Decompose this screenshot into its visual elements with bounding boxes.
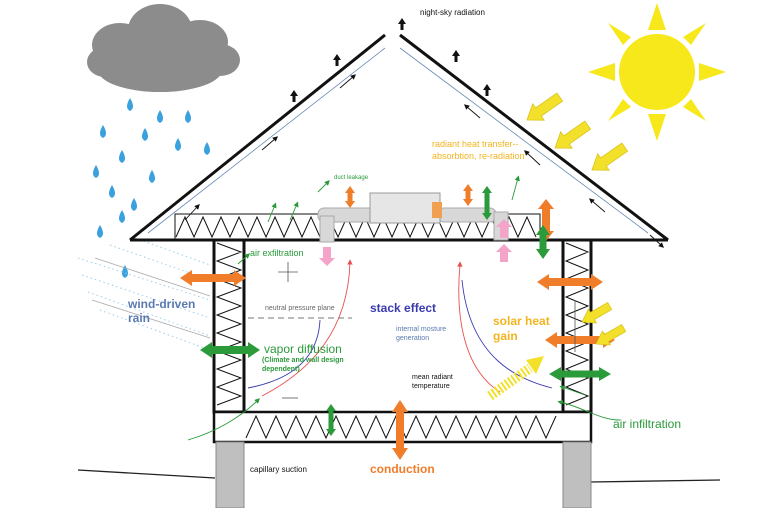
mean-radiant-label-2: temperature xyxy=(412,383,450,390)
raindrop-icon xyxy=(93,98,210,278)
solar-hatched-arrow xyxy=(487,356,544,401)
solar-arrow xyxy=(526,92,564,121)
conduction-label: conduction xyxy=(370,462,435,476)
climate-dependent-label-2: dependent) xyxy=(262,366,300,373)
pink-arrows xyxy=(319,219,512,266)
wind-rain-streaks xyxy=(77,237,211,351)
air-infiltration-label: air infiltration xyxy=(613,417,682,431)
stack-effect-curves xyxy=(247,259,553,397)
radiant-heat-label-2: absorbtion, re-radiation xyxy=(432,151,525,161)
green-double-arrow xyxy=(326,404,336,436)
attic-airflow-arrows xyxy=(184,74,664,248)
right-wall xyxy=(561,238,593,414)
orange-arrows xyxy=(180,184,615,460)
orange-double-arrow xyxy=(180,270,246,286)
solar-arrows xyxy=(526,92,629,346)
up-arrow-icon xyxy=(290,90,298,102)
mean-radiant-label-1: mean radiant xyxy=(412,374,453,381)
air-exfiltration-label: air exfiltration xyxy=(250,248,304,258)
climate-dependent-label-1: (Climate and wall design xyxy=(262,357,344,364)
sun-icon xyxy=(588,3,726,141)
ground-line xyxy=(77,469,721,483)
orange-double-arrow xyxy=(463,184,473,206)
orange-double-arrow xyxy=(392,400,408,460)
duct-leakage-label: duct leakage xyxy=(334,175,369,181)
duct-unit-icon xyxy=(317,192,509,243)
foundation xyxy=(215,441,592,509)
up-arrow-icon xyxy=(483,84,491,96)
night-sky-label: night-sky radiation xyxy=(420,8,485,17)
small-marks xyxy=(278,262,576,399)
stack-effect-label: stack effect xyxy=(370,301,437,315)
night-sky-arrows xyxy=(290,18,491,102)
orange-double-arrow xyxy=(345,186,355,208)
green-double-arrow xyxy=(482,186,492,220)
vapor-diffusion-label: vapor diffusion xyxy=(264,342,342,356)
up-arrow-icon xyxy=(398,18,406,30)
solar-arrow xyxy=(591,142,629,171)
green-double-arrow xyxy=(200,342,260,358)
orange-double-arrow xyxy=(537,274,603,290)
cloud-icon xyxy=(87,4,240,92)
green-double-arrow xyxy=(536,225,550,259)
capillary-suction-label: capillary suction xyxy=(250,465,307,474)
neutral-pressure-label: neutral pressure plane xyxy=(265,305,335,312)
solar-arrow xyxy=(595,323,627,346)
solar-arrow xyxy=(581,301,613,324)
solar-heat-gain-label-1: solar heat xyxy=(493,314,550,328)
left-wall xyxy=(212,238,246,414)
wind-driven-rain-label-1: wind-driven xyxy=(128,297,196,311)
solar-heat-gain-label-2: gain xyxy=(493,329,518,343)
wind-driven-rain-label-2: rain xyxy=(128,311,151,325)
green-double-arrow xyxy=(549,367,611,381)
radiant-heat-label-1: radiant heat transfer-- xyxy=(432,139,519,149)
internal-moisture-label-2: generation xyxy=(396,335,430,342)
solar-arrow xyxy=(554,120,592,149)
wind-lines xyxy=(91,257,211,339)
up-arrow-icon xyxy=(452,50,460,62)
green-flow-arrows xyxy=(187,175,621,441)
green-arrows xyxy=(200,186,611,436)
up-arrow-icon xyxy=(333,54,341,66)
internal-moisture-label-1: internal mosture xyxy=(396,326,447,333)
